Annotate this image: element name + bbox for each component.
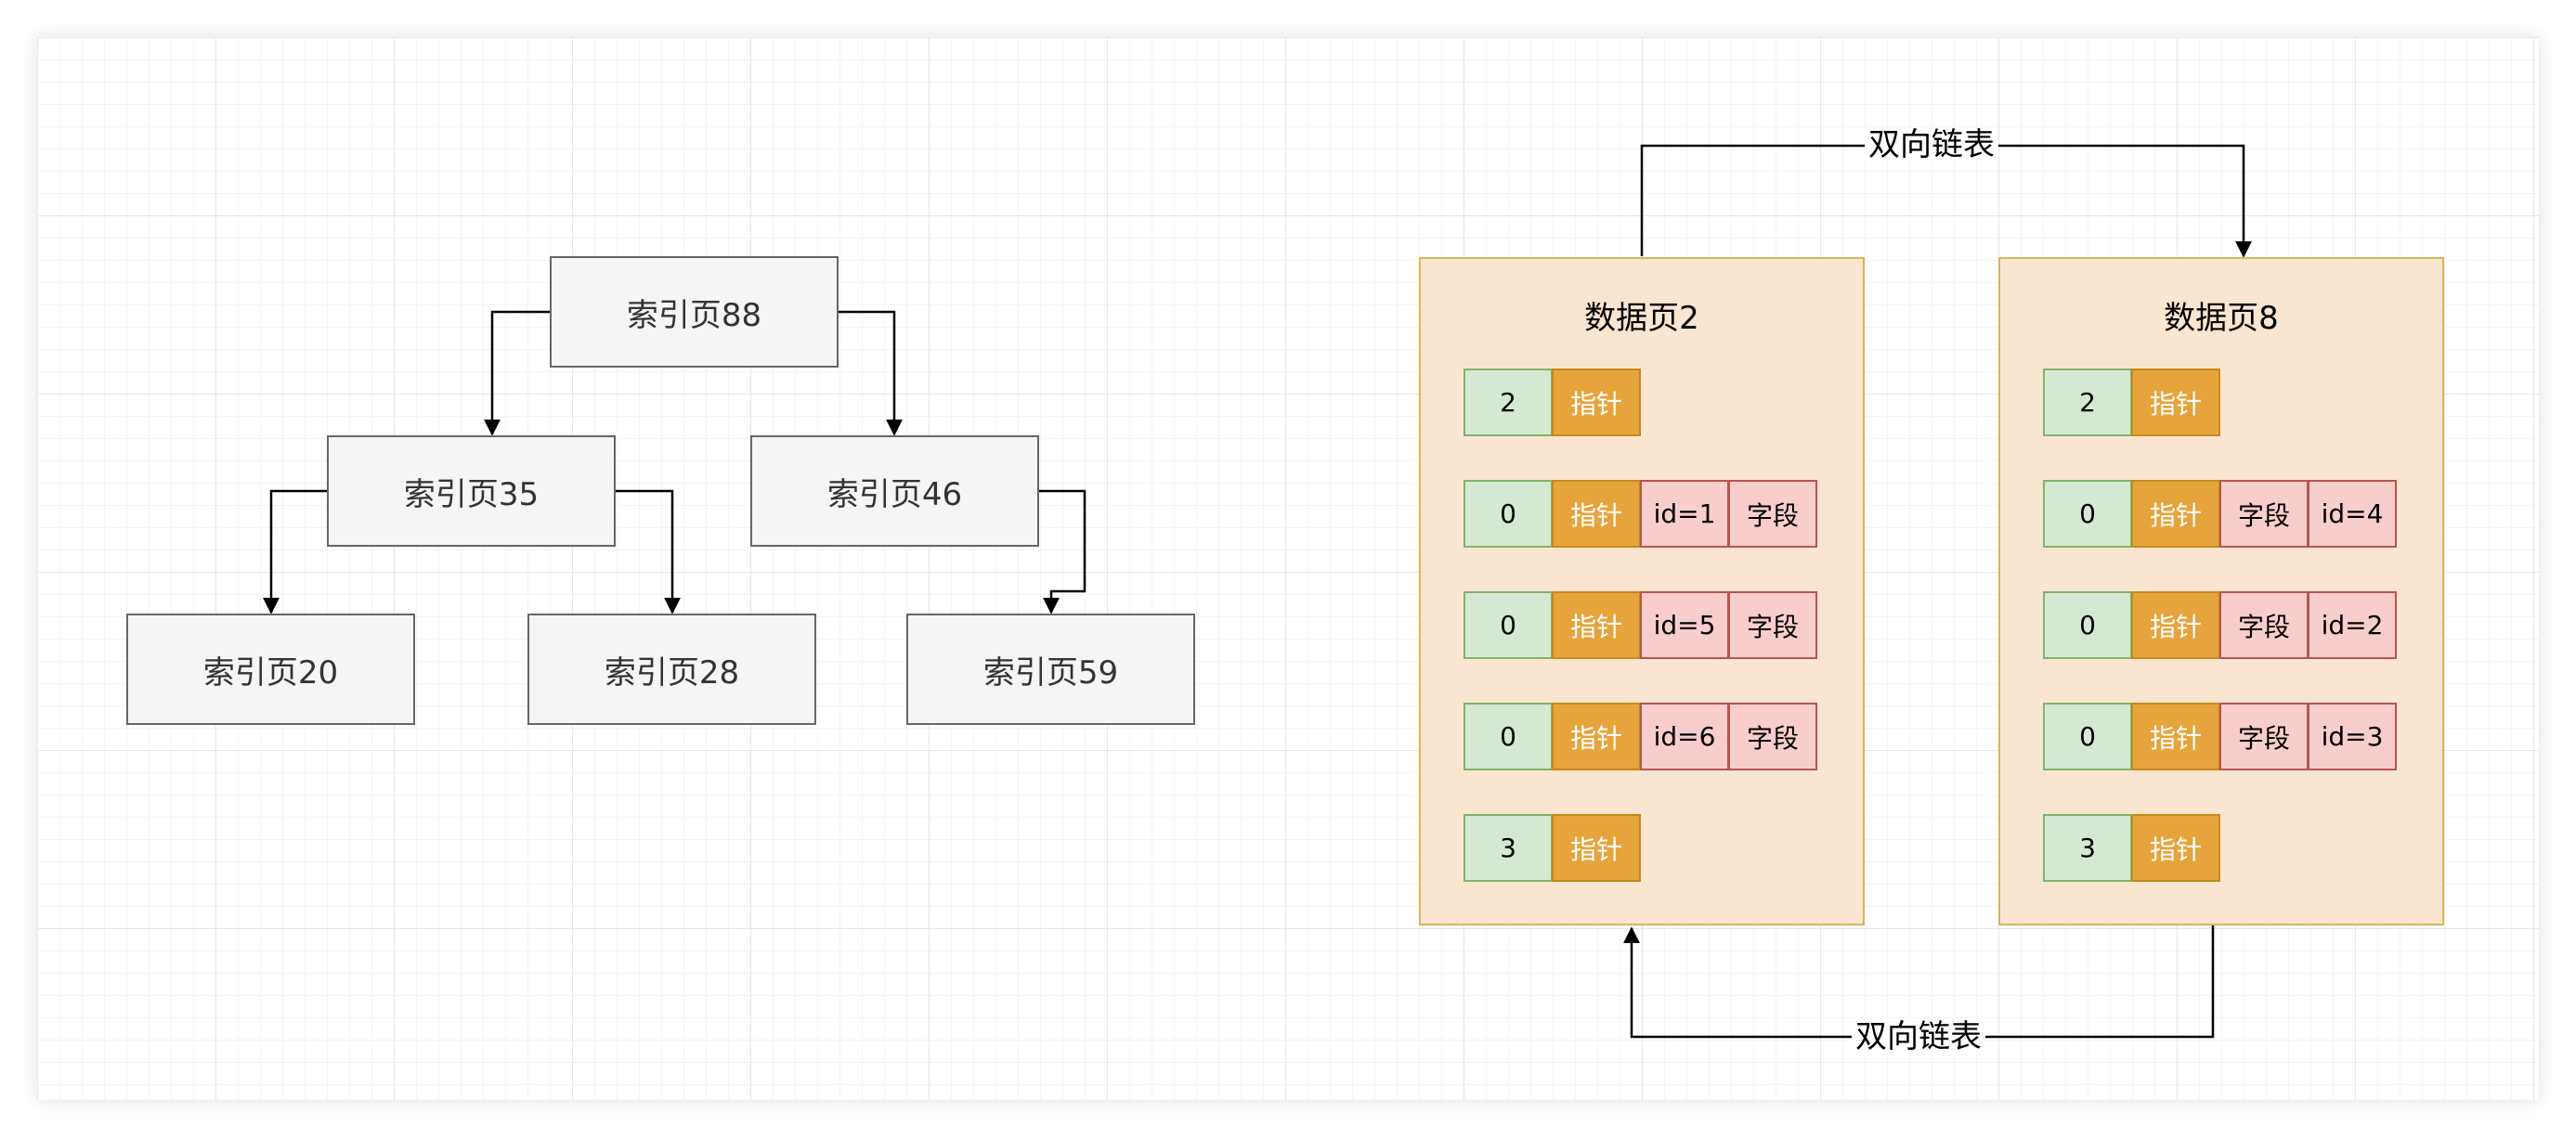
p8-row-2-number: 0 — [2043, 480, 2132, 548]
p2-row-4-field-b: 字段 — [1728, 703, 1817, 770]
p2-row-4-field-a: id=6 — [1640, 703, 1729, 770]
p2-row-4-pointer: 指针 — [1552, 703, 1641, 770]
p8-row-2-field-a: 字段 — [2219, 480, 2309, 548]
p2-row-3-field-b: 字段 — [1728, 591, 1817, 659]
p2-row-5-number: 3 — [1464, 814, 1553, 882]
index-page-35: 索引页35 — [327, 435, 616, 547]
p2-row-2-field-b: 字段 — [1728, 480, 1817, 548]
p8-row-1-number: 2 — [2043, 369, 2132, 436]
p2-row-2-number: 0 — [1464, 480, 1553, 548]
index-page-46: 索引页46 — [750, 435, 1039, 547]
p2-row-2-pointer: 指针 — [1552, 480, 1641, 548]
p2-row-4-number: 0 — [1464, 703, 1553, 770]
index-page-88: 索引页88 — [550, 256, 839, 368]
p8-row-1-pointer: 指针 — [2131, 369, 2220, 436]
linked-list-label-bottom: 双向链表 — [1852, 1021, 1985, 1053]
p8-row-4-field-a: 字段 — [2219, 703, 2309, 770]
p8-row-3-number: 0 — [2043, 591, 2132, 659]
index-page-20: 索引页20 — [126, 614, 415, 725]
p8-row-2-pointer: 指针 — [2131, 480, 2220, 548]
p2-row-1-number: 2 — [1464, 369, 1553, 436]
p2-row-5-pointer: 指针 — [1552, 814, 1641, 882]
p2-row-3-field-a: id=5 — [1640, 591, 1729, 659]
linked-list-label-top: 双向链表 — [1865, 129, 1998, 161]
data-page-8-title: 数据页8 — [2164, 300, 2279, 337]
p8-row-3-pointer: 指针 — [2131, 591, 2220, 659]
p8-row-3-field-a: 字段 — [2219, 591, 2309, 659]
data-page-2-title: 数据页2 — [1584, 300, 1699, 337]
p2-row-1-pointer: 指针 — [1552, 369, 1641, 436]
index-page-28: 索引页28 — [527, 614, 816, 725]
p8-row-3-field-b: id=2 — [2308, 591, 2397, 659]
p8-row-5-pointer: 指针 — [2131, 814, 2220, 882]
p8-row-4-pointer: 指针 — [2131, 703, 2220, 770]
p2-row-3-pointer: 指针 — [1552, 591, 1641, 659]
index-page-59: 索引页59 — [906, 614, 1195, 725]
p2-row-3-number: 0 — [1464, 591, 1553, 659]
p8-row-5-number: 3 — [2043, 814, 2132, 882]
p8-row-4-number: 0 — [2043, 703, 2132, 770]
p2-row-2-field-a: id=1 — [1640, 480, 1729, 548]
p8-row-4-field-b: id=3 — [2308, 703, 2397, 770]
p8-row-2-field-b: id=4 — [2308, 480, 2397, 548]
